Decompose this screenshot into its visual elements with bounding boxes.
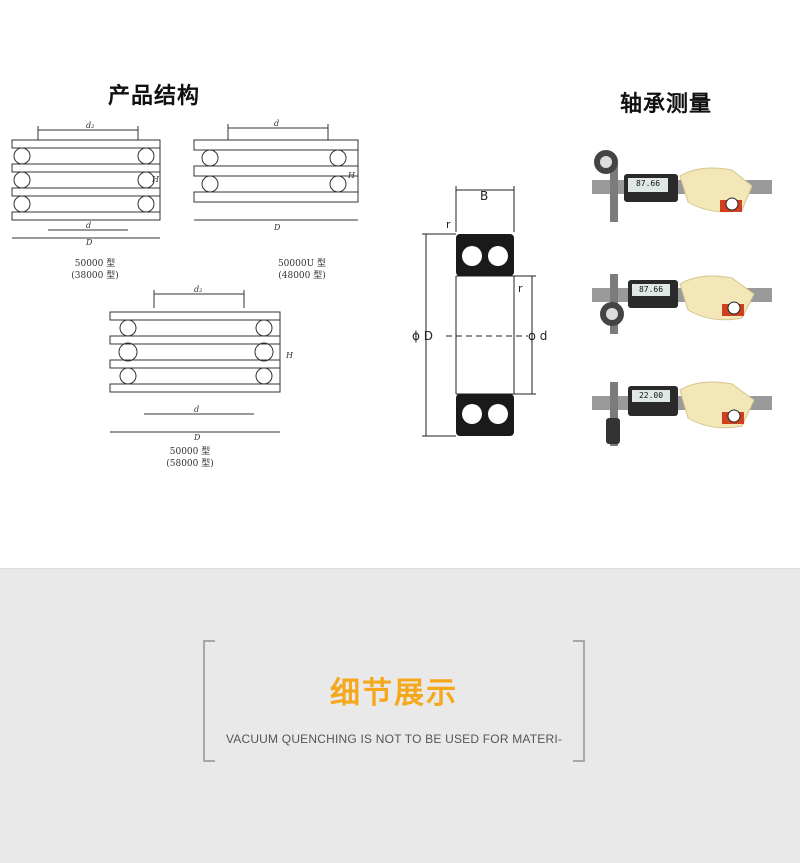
measurement-photo-2: 87.66 <box>592 260 772 340</box>
structure-title: 产品结构 <box>108 84 201 109</box>
detail-section <box>0 568 800 863</box>
dim-label-d: d <box>194 405 199 414</box>
dim-label-r-right: r <box>518 282 523 295</box>
drawing-1-caption: 50000 型 (38000 型) <box>60 258 130 282</box>
dim-label-B: B <box>480 189 488 203</box>
drawing-3-caption: 50000 型 (58000 型) <box>150 446 230 470</box>
drawing-2-model: 50000U 型 <box>277 259 327 269</box>
bearing-drawing-1: d₂ d D H <box>11 121 161 246</box>
drawing-3-model: 50000 型 <box>169 447 211 457</box>
detail-banner: 细节展示 VACUUM QUENCHING IS NOT TO BE USED … <box>203 640 585 762</box>
dim-label-H: H <box>151 175 160 184</box>
dim-label-d: d <box>274 119 279 128</box>
dim-label-r-left: r <box>446 218 451 231</box>
bearing-cross-section: B r r ϕ D ϕ d <box>412 186 547 437</box>
dim-label-d: d₂ <box>86 121 94 130</box>
drawing-1-alt: (38000 型) <box>71 271 119 281</box>
measurement-photo-1: 87.66 <box>592 140 772 230</box>
product-info-panel: 产品结构 轴承测量 d₂ d D H 50000 型 (38000 型) <box>11 84 772 470</box>
dim-label-phiD: ϕ D <box>412 329 433 343</box>
dim-label-d2: d₂ <box>194 285 202 294</box>
caliper-reading-3: 22.00 <box>638 391 664 400</box>
dim-label-H: H <box>347 171 356 180</box>
drawing-2-caption: 50000U 型 (48000 型) <box>262 258 342 282</box>
bearing-drawing-2: d D H <box>193 119 359 232</box>
measurement-title: 轴承测量 <box>620 92 713 117</box>
caliper-illustration <box>592 381 772 446</box>
caliper-reading-1: 87.66 <box>635 179 661 188</box>
dim-label-H: H <box>285 351 294 360</box>
caliper-illustration <box>592 274 772 334</box>
drawing-2-alt: (48000 型) <box>278 271 326 281</box>
dim-label-phid: ϕ d <box>528 329 547 343</box>
dim-label-D: D <box>273 223 281 232</box>
drawing-3-alt: (58000 型) <box>166 459 214 469</box>
detail-subtitle: VACUUM QUENCHING IS NOT TO BE USED FOR M… <box>225 732 563 746</box>
dim-label-D: D <box>193 433 201 442</box>
caliper-illustration <box>592 150 772 222</box>
detail-title: 细节展示 <box>330 676 458 711</box>
drawing-1-model: 50000 型 <box>74 259 116 269</box>
dim-label-D: D <box>85 238 93 246</box>
measurement-photo-3: 22.00 <box>592 368 772 452</box>
dim-label-d: d <box>86 221 91 230</box>
bearing-drawing-3: d₂ d D H <box>109 285 294 442</box>
caliper-reading-2: 87.66 <box>638 285 664 294</box>
